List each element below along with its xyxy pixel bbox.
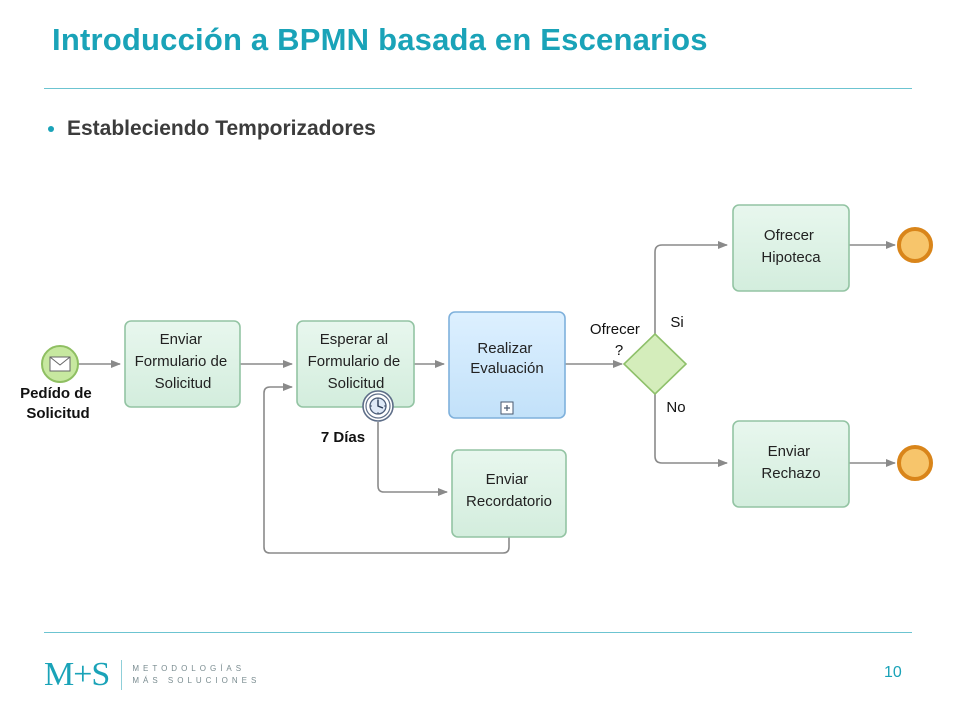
gateway-label-line-1: Ofrecer [590,321,640,338]
start-event-label-line-2: Solicitud [26,405,89,422]
svg-text:Enviar Formulario de: Enviar Formulario de Solicitud [135,331,232,392]
logo-wordmark: METODOLOGÍAS MÁS SOLUCIONES [132,663,260,687]
slide-title: Introducción a BPMN basada en Escenarios [52,22,708,57]
task-enviar-formulario: Enviar Formulario de Solicitud [124,320,241,408]
svg-text:Enviar Recordatorio: Enviar Recordatorio [466,471,552,510]
task-enviar-formulario-line-1: Enviar [160,331,203,348]
gateway-label: Ofrecer ? [590,321,644,359]
task-enviar-recordatorio: Enviar Recordatorio [451,449,567,538]
task-esperar-formulario-line-2: Formulario de [308,353,401,370]
clock-icon [369,397,387,415]
logo-line-2: MÁS SOLUCIONES [132,676,261,685]
timer-boundary-event [362,390,394,422]
expand-plus-icon [500,401,514,415]
task-ofrecer-hipoteca-line-2: Hipoteca [761,249,821,266]
end-event-rechazo [897,445,933,481]
logo-mark: M+S [44,656,110,693]
start-event-label-line-1: Pedído de [20,385,92,402]
task-enviar-recordatorio-line-1: Enviar [486,471,529,488]
end-event-hipoteca [897,227,933,263]
gateway-yes-label: Si [670,314,683,331]
task-ofrecer-hipoteca: Ofrecer Hipoteca [732,204,850,292]
page-number: 10 [884,664,902,681]
company-logo: M+S METODOLOGÍAS MÁS SOLUCIONES [44,656,260,694]
flow-gateway-yes [654,241,728,334]
task-esperar-formulario-line-3: Solicitud [328,375,385,392]
task-esperar-formulario: Esperar al Formulario de Solicitud [296,320,415,408]
task-enviar-recordatorio-line-2: Recordatorio [466,493,552,510]
start-event-label: Pedído de Solicitud [20,385,96,422]
title-divider [44,88,912,89]
svg-text:Ofrecer Hipoteca: Ofrecer Hipoteca [761,227,821,266]
bullet-text: Estableciendo Temporizadores [67,117,376,140]
bullet-dot [48,126,54,132]
gateway-label-line-2: ? [615,342,623,359]
svg-text:Realizar Evaluación: Realizar Evaluación [470,340,543,377]
task-enviar-rechazo: Enviar Rechazo [732,420,850,508]
subprocess-label-line-2: Evaluación [470,360,543,377]
start-message-event [41,345,79,383]
gateway-no-label: No [666,399,685,416]
task-enviar-rechazo-line-2: Rechazo [761,465,820,482]
logo-line-1: METODOLOGÍAS [132,664,246,673]
subprocess-realizar-evaluacion: Realizar Evaluación [448,311,566,419]
svg-text:Esperar al Formulario de: Esperar al Formulario de Solicitud [308,331,405,392]
flow-recordatorio-loop-back [263,383,510,554]
bullet-item: Estableciendo Temporizadores [48,117,376,141]
task-enviar-rechazo-line-1: Enviar [768,443,811,460]
footer-divider [44,632,912,633]
task-esperar-formulario-line-1: Esperar al [320,331,388,348]
task-enviar-formulario-line-3: Solicitud [155,375,212,392]
flow-gateway-no [654,394,728,467]
timer-label: 7 Días [321,429,365,446]
task-enviar-formulario-line-2: Formulario de [135,353,228,370]
flow-timer-to-recordatorio [377,422,448,496]
svg-text:Enviar Rechazo: Enviar Rechazo [761,443,820,482]
logo-separator [121,660,123,690]
exclusive-gateway [622,332,688,396]
subprocess-label-line-1: Realizar [477,340,532,357]
task-ofrecer-hipoteca-line-1: Ofrecer [764,227,814,244]
